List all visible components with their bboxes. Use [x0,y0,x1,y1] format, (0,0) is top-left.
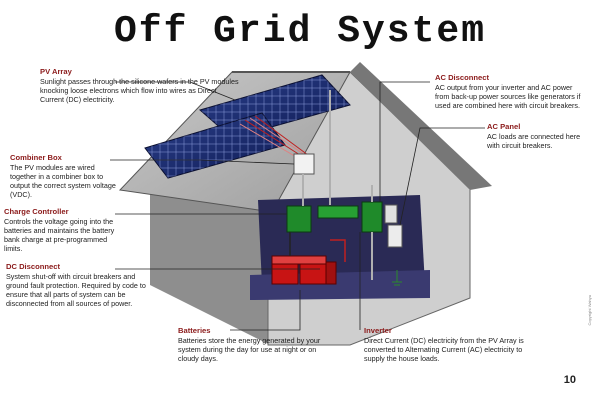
watermark: Copyright Wahyu [587,295,592,326]
ac-disconnect [384,204,398,224]
callout-pv-array-text: Sunlight passes through the silicone waf… [40,76,239,105]
callout-ac-disconnect: AC Disconnect AC output from your invert… [435,73,585,110]
house-side-wall [150,165,270,345]
callout-inverter: Inverter Direct Current (DC) electricity… [364,326,532,363]
callout-dc-disconnect-heading: DC Disconnect [6,262,61,271]
dc-disconnect [317,205,359,219]
callout-charge-controller-text: Controls the voltage going into the batt… [4,216,115,254]
callout-ac-disconnect-heading: AC Disconnect [435,73,490,82]
callout-pv-array: PV Array Sunlight passes through the sil… [40,67,240,104]
roof-edge [350,62,492,190]
callout-charge-controller: Charge Controller Controls the voltage g… [4,207,116,254]
callout-ac-panel-heading: AC Panel [487,122,521,131]
page-number: 10 [563,374,576,386]
charge-controller [286,205,312,233]
callout-pv-array-heading: PV Array [40,67,72,76]
ground-symbol [392,270,402,286]
callout-ac-panel-text: AC loads are connected here with circuit… [487,131,581,150]
callout-charge-controller-heading: Charge Controller [4,207,69,216]
combiner-box [293,153,315,175]
page-title: Off Grid System [113,10,487,53]
battery-bank [271,255,337,285]
callout-batteries: Batteries Batteries store the energy gen… [178,326,338,363]
callout-dc-disconnect-text: System shut-off with circuit breakers an… [6,271,146,309]
callout-dc-disconnect: DC Disconnect System shut-off with circu… [6,262,156,309]
callout-combiner-box: Combiner Box The PV modules are wired to… [10,153,120,200]
callout-batteries-heading: Batteries [178,326,211,335]
callout-ac-panel: AC Panel AC loads are connected here wit… [487,122,587,150]
callout-inverter-heading: Inverter [364,326,392,335]
ac-panel [387,224,403,248]
callout-batteries-text: Batteries store the energy generated by … [178,335,321,364]
inverter [361,201,383,233]
callout-combiner-box-heading: Combiner Box [10,153,62,162]
callout-ac-disconnect-text: AC output from your inverter and AC powe… [435,82,581,111]
callout-combiner-box-text: The PV modules are wired together in a c… [10,162,116,200]
callout-inverter-text: Direct Current (DC) electricity from the… [364,335,524,364]
callout-leaders [110,81,485,331]
